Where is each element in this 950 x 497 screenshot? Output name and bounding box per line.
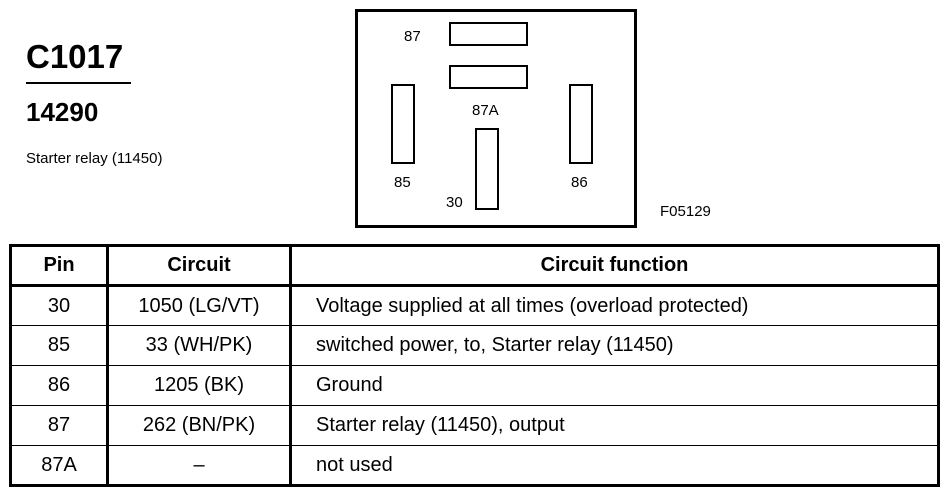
pin-label-30: 30	[446, 194, 463, 211]
table-row: 30 1050 (LG/VT) Voltage supplied at all …	[10, 285, 939, 326]
connector-id: C1017	[26, 38, 124, 75]
cell-function: Voltage supplied at all times (overload …	[290, 285, 939, 326]
component-name: Starter relay (11450)	[26, 150, 163, 167]
pin-87a-terminal	[449, 65, 528, 89]
header-circuit: Circuit	[107, 245, 292, 287]
pin-label-87a: 87A	[472, 102, 499, 119]
pin-label-87: 87	[404, 28, 421, 45]
cell-circuit: 262 (BN/PK)	[107, 405, 292, 446]
pin-85-terminal	[391, 84, 415, 164]
cell-pin: 86	[10, 365, 109, 406]
connector-id-underline	[26, 82, 131, 84]
cell-pin: 87	[10, 405, 109, 446]
header-pin: Pin	[10, 245, 109, 287]
pinout-table: Pin Circuit Circuit function 30 1050 (LG…	[9, 244, 940, 487]
cell-circuit: 1205 (BK)	[107, 365, 292, 406]
part-number: 14290	[26, 97, 99, 127]
table-row: 87 262 (BN/PK) Starter relay (11450), ou…	[10, 405, 939, 446]
cell-function: Starter relay (11450), output	[290, 405, 939, 446]
figure-code: F05129	[660, 203, 711, 220]
connector-face-diagram: 87 87A 85 86 30	[355, 9, 637, 228]
cell-pin: 85	[10, 325, 109, 366]
cell-function: Ground	[290, 365, 939, 406]
pin-30-terminal	[475, 128, 499, 210]
pin-label-85: 85	[394, 174, 411, 191]
cell-function: not used	[290, 445, 939, 486]
pin-86-terminal	[569, 84, 593, 164]
table-row: 87A – not used	[10, 445, 939, 486]
pin-label-86: 86	[571, 174, 588, 191]
cell-circuit: 33 (WH/PK)	[107, 325, 292, 366]
pin-87-terminal	[449, 22, 528, 46]
cell-function: switched power, to, Starter relay (11450…	[290, 325, 939, 366]
cell-circuit: –	[107, 445, 292, 486]
header-circuit-function: Circuit function	[290, 245, 939, 287]
table-header-row: Pin Circuit Circuit function	[10, 245, 939, 287]
cell-pin: 30	[10, 285, 109, 326]
cell-circuit: 1050 (LG/VT)	[107, 285, 292, 326]
cell-pin: 87A	[10, 445, 109, 486]
table-row: 86 1205 (BK) Ground	[10, 365, 939, 406]
table-row: 85 33 (WH/PK) switched power, to, Starte…	[10, 325, 939, 366]
